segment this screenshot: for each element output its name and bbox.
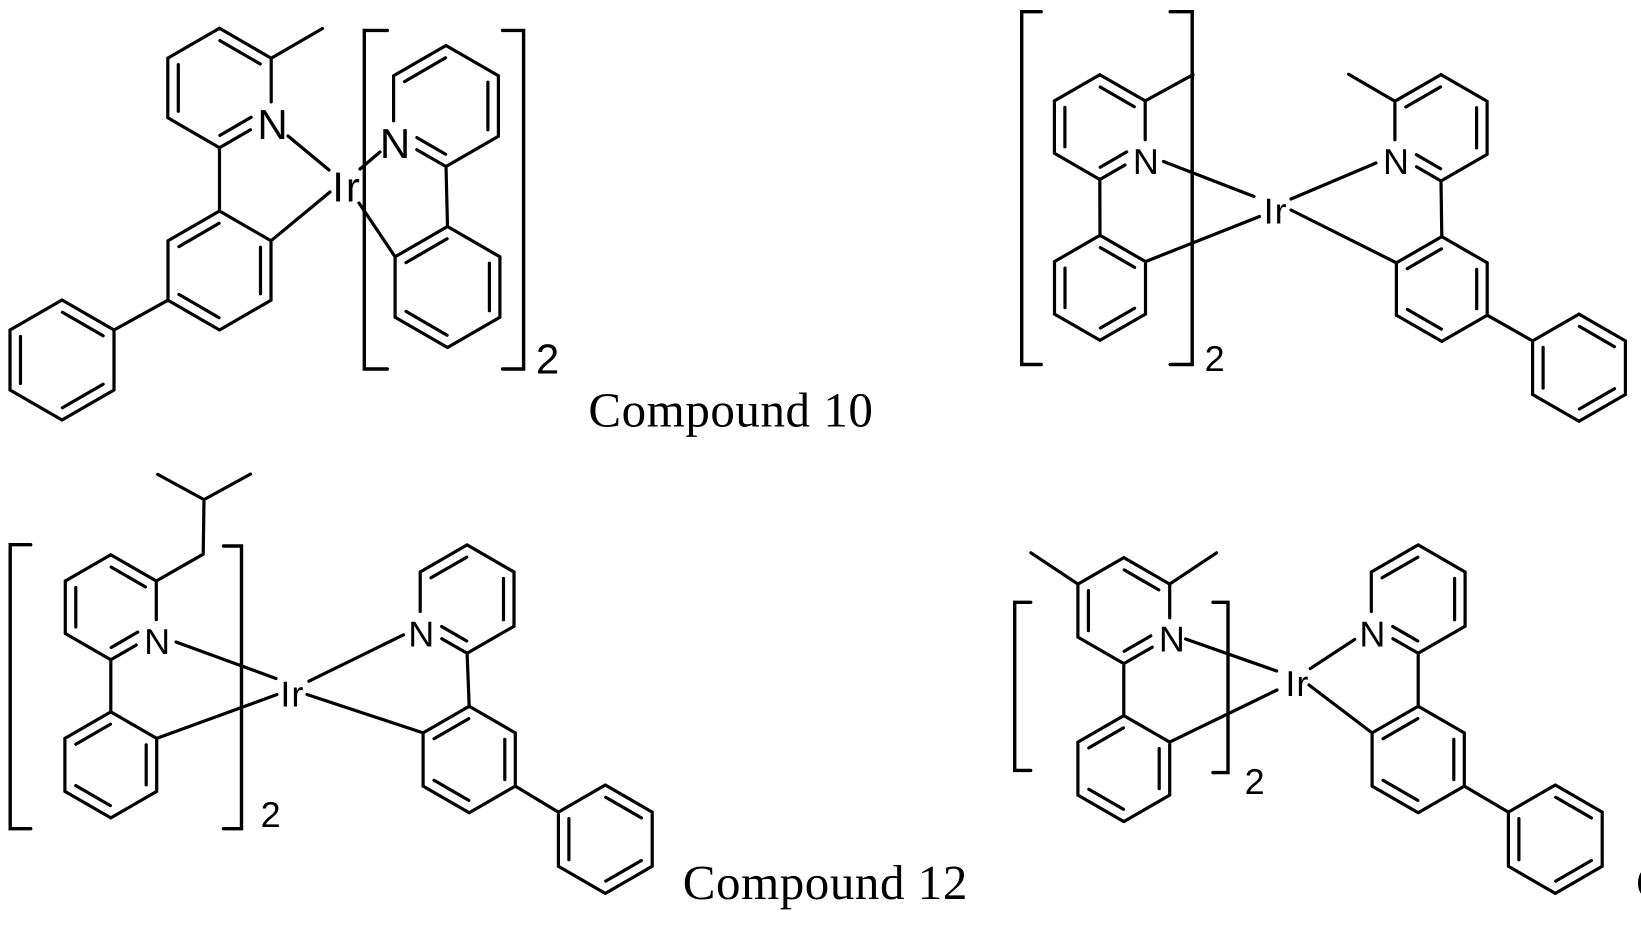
svg-text:2: 2	[536, 335, 559, 382]
svg-text:N: N	[144, 621, 170, 662]
svg-text:2: 2	[1245, 761, 1265, 802]
svg-text:Compound 12: Compound 12	[683, 855, 968, 910]
svg-text:Ir: Ir	[332, 164, 362, 211]
svg-text:Ir: Ir	[1264, 191, 1288, 232]
svg-text:Ir: Ir	[1285, 663, 1309, 704]
svg-text:N: N	[1159, 619, 1185, 660]
svg-text:C: C	[1636, 855, 1641, 910]
svg-text:Compound 10: Compound 10	[588, 383, 873, 438]
svg-text:N: N	[408, 613, 434, 654]
svg-text:Ir: Ir	[280, 674, 304, 715]
svg-text:N: N	[1133, 141, 1159, 182]
svg-text:N: N	[1359, 613, 1385, 654]
svg-text:N: N	[1383, 141, 1409, 182]
svg-text:N: N	[257, 101, 287, 148]
svg-text:N: N	[380, 120, 410, 167]
svg-text:2: 2	[261, 794, 281, 835]
svg-text:2: 2	[1205, 338, 1225, 379]
